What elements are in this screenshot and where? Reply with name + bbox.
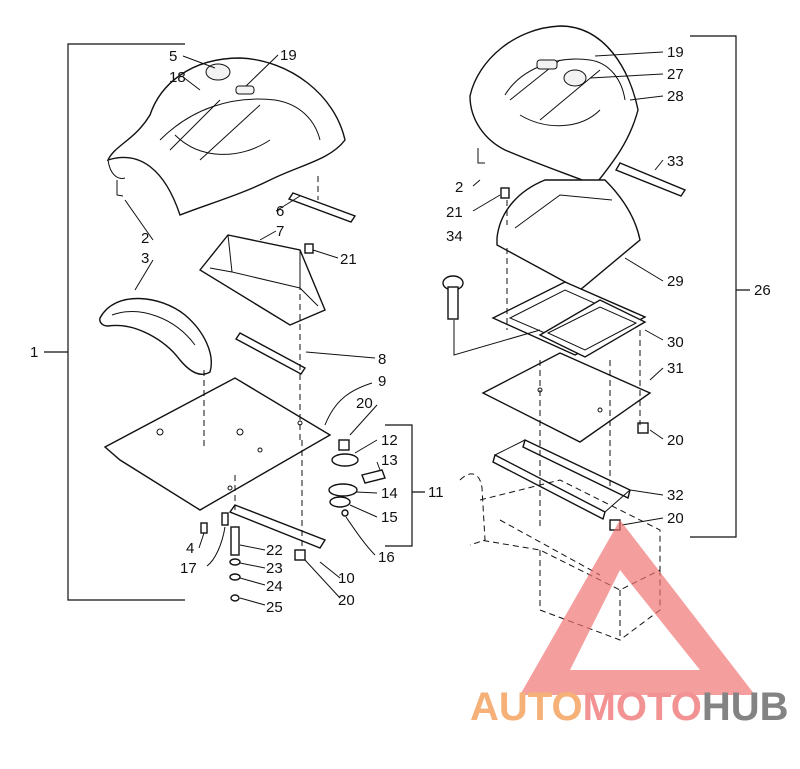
nut-21-right: [500, 187, 510, 199]
backrest-28: [469, 25, 639, 186]
callout-18: 18: [169, 69, 186, 86]
bracket-11: [385, 424, 425, 547]
seat-cushion-left: [106, 57, 346, 216]
callout-25: 25: [266, 599, 283, 616]
callout-1: 1: [30, 344, 38, 361]
callout-r34: 34: [446, 228, 463, 245]
fender-3: [99, 297, 212, 376]
callout-16: 16: [378, 549, 395, 566]
base-plate-9: [103, 377, 332, 511]
nut-20-right-a: [637, 422, 649, 434]
callout-21: 21: [340, 251, 357, 268]
callout-r20a: 20: [667, 432, 684, 449]
callout-4: 4: [186, 540, 194, 557]
callout-r32: 32: [667, 487, 684, 504]
watermark-word-hub: HUB: [702, 685, 789, 729]
left-assembly: [44, 43, 425, 602]
watermark-triangle-icon: [520, 520, 755, 695]
leader-lines: [124, 51, 664, 606]
callout-r30: 30: [667, 334, 684, 351]
nut-21: [304, 243, 314, 254]
latch-15: [329, 496, 351, 508]
bracket-8: [234, 332, 307, 375]
callout-23: 23: [266, 560, 283, 577]
bracket-1: [44, 43, 185, 601]
rail-10: [228, 504, 327, 549]
watermark-word-moto: MOTO: [583, 685, 702, 729]
nut-20b: [294, 549, 306, 561]
callout-15: 15: [381, 509, 398, 526]
callout-22: 22: [266, 542, 283, 559]
latch-12: [331, 453, 359, 467]
backrest-base-29: [496, 179, 641, 291]
callout-r26: 26: [754, 282, 771, 299]
hidden-lines-right: [506, 200, 641, 530]
watermark-word-auto: AUTO: [470, 685, 583, 729]
callout-17: 17: [180, 560, 197, 577]
watermark-logo: AUTOMOTOHUB: [470, 520, 789, 729]
right-assembly: [442, 25, 750, 641]
callout-14: 14: [381, 485, 398, 502]
rivet-17: [221, 512, 229, 526]
callout-7: 7: [276, 223, 284, 240]
plate-31: [481, 352, 652, 443]
callouts-left: 1 2 3 4 5 6 7 8 9 10 11 12 13 14 15 16 1…: [30, 47, 444, 616]
callout-13: 13: [381, 452, 398, 469]
latch-13: [361, 469, 386, 484]
hidden-lines-left: [203, 176, 319, 550]
callout-2: 2: [141, 230, 149, 247]
callout-3: 3: [141, 250, 149, 267]
callout-8: 8: [378, 351, 386, 368]
callout-6: 6: [276, 203, 284, 220]
callout-r33: 33: [667, 153, 684, 170]
callout-r31: 31: [667, 360, 684, 377]
callout-r28: 28: [667, 88, 684, 105]
callout-5: 5: [169, 48, 177, 65]
bolt-34: [442, 275, 464, 320]
rivet-4: [200, 522, 208, 534]
svg-text:AUTOMOTOHUB: AUTOMOTOHUB: [470, 685, 789, 729]
callout-12: 12: [381, 432, 398, 449]
bracket-26: [690, 35, 750, 538]
callout-r27: 27: [667, 66, 684, 83]
hardware-stack: [229, 526, 241, 602]
storage-box: [198, 234, 326, 326]
strap-6: [287, 192, 357, 223]
callout-19: 19: [280, 47, 297, 64]
nut-20a: [338, 439, 350, 451]
screw-16: [341, 509, 349, 517]
callout-r2: 2: [455, 179, 463, 196]
callout-11: 11: [428, 484, 444, 501]
callouts-right: 2 19 20 20 21 26 27 28 29 30 31 32 33 34: [446, 44, 771, 527]
vehicle-frame: [459, 473, 661, 641]
callout-r20b: 20: [667, 510, 684, 527]
callout-10: 10: [338, 570, 355, 587]
callout-20b: 20: [338, 592, 355, 609]
callout-r29: 29: [667, 273, 684, 290]
callout-24: 24: [266, 578, 283, 595]
latch-14: [328, 483, 358, 497]
rails-32: [492, 439, 631, 521]
callout-20a: 20: [356, 395, 373, 412]
callout-9: 9: [378, 373, 386, 390]
callout-r21: 21: [446, 204, 463, 221]
frame-30: [491, 281, 647, 358]
callout-r19: 19: [667, 44, 684, 61]
strap-33: [614, 162, 687, 197]
